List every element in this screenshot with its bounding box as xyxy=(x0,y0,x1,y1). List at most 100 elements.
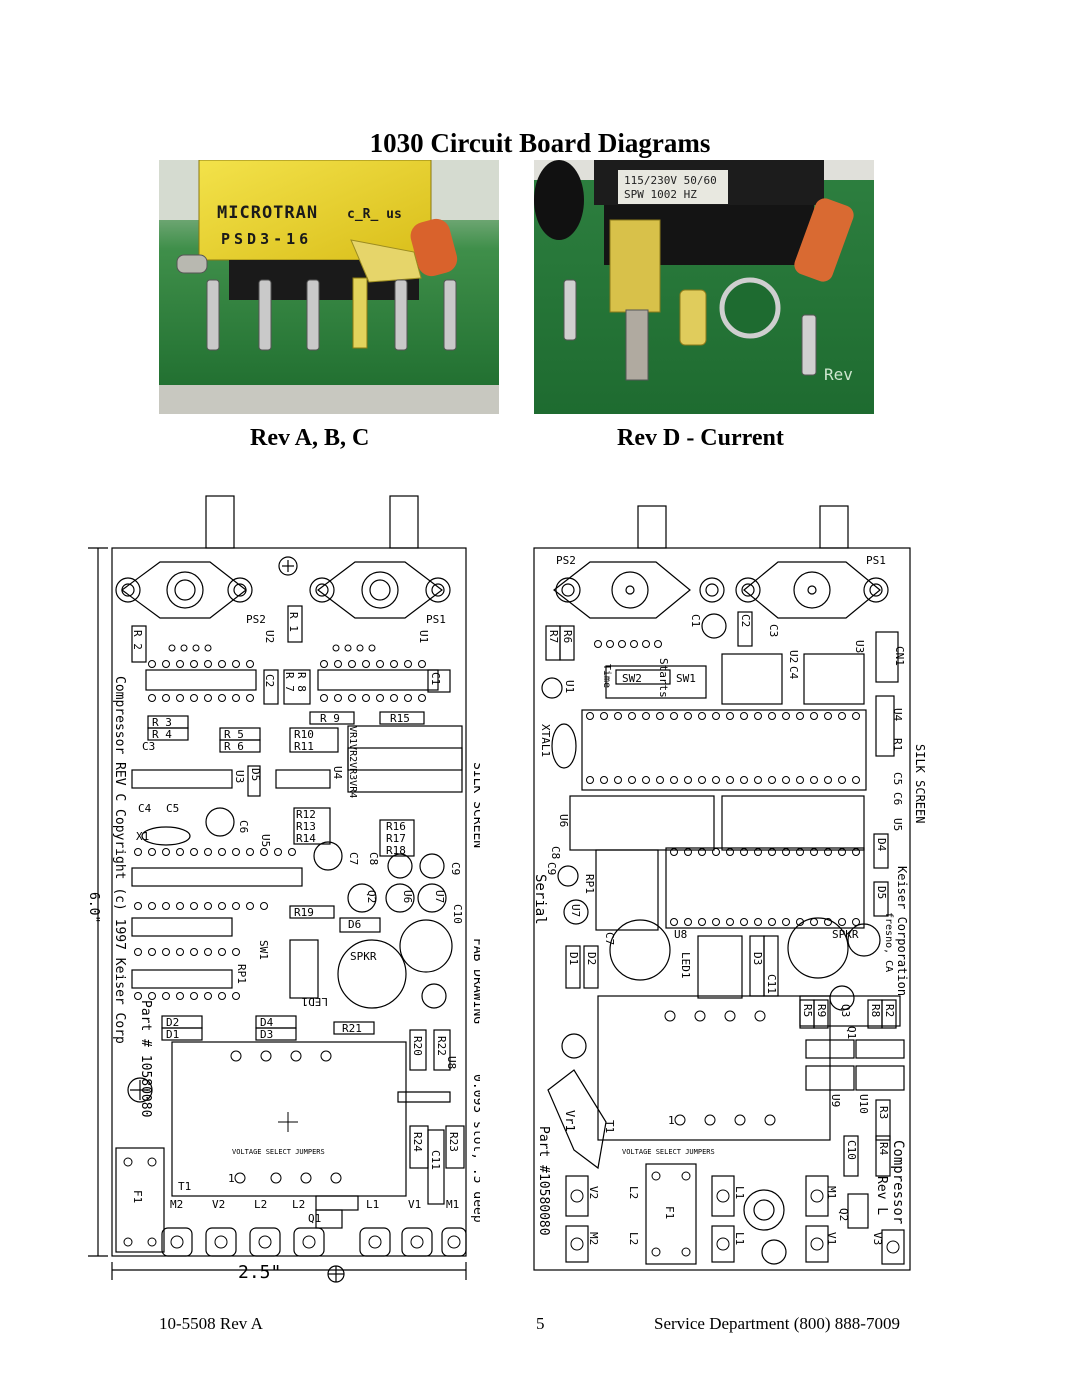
lbl-rp1: RP1 xyxy=(235,964,248,984)
vert-rev: Rev L xyxy=(874,1176,889,1215)
lbl-l2b: L2 xyxy=(292,1198,305,1211)
lbl-xtal1: XTAL1 xyxy=(539,724,552,757)
lbl-m1: M1 xyxy=(825,1186,838,1199)
diagram-rev-c-silkscreen: PS2 PS1 R 1 R 2 U2 U1 C2 R 7 R 8 C1 R 9 … xyxy=(86,495,480,1283)
lbl-sw2: SW2 xyxy=(622,672,642,685)
lbl-u4: U4 xyxy=(331,766,344,780)
lbl-t1: T1 xyxy=(603,1120,616,1133)
lbl-m2: M2 xyxy=(587,1232,600,1245)
lbl-r3: R3 xyxy=(877,1106,890,1119)
lbl-voltage-select: VOLTAGE SELECT JUMPERS xyxy=(232,1148,325,1156)
vert-part-text: Part #10580080 xyxy=(536,1126,551,1236)
lbl-u1: U1 xyxy=(563,680,576,693)
lbl-r22: R22 xyxy=(435,1036,448,1056)
transformer-model: SPW 1002 HZ xyxy=(624,188,697,201)
lbl-d1: D1 xyxy=(567,952,580,965)
lbl-r18: R18 xyxy=(386,844,406,857)
diagram-rev-l-silkscreen: PS2 PS1 R7 R6 C1 C2 C3 U2 C4 U3 CN1 Time… xyxy=(532,505,926,1271)
caption-rev-d: Rev D - Current xyxy=(617,425,784,451)
lbl-u8: U8 xyxy=(445,1056,458,1069)
transformer-model: PSD3-16 xyxy=(221,230,312,248)
lbl-c9: C9 xyxy=(449,862,462,875)
lbl-r19: R19 xyxy=(294,906,314,919)
lbl-ps1: PS1 xyxy=(866,554,886,567)
fab-drawing-label: FAB DRAWING xyxy=(470,938,480,1024)
lbl-u7: U7 xyxy=(569,904,582,917)
lbl-r16: R16 xyxy=(386,820,406,833)
lbl-ps2: PS2 xyxy=(556,554,576,567)
lbl-r10: R10 xyxy=(294,728,314,741)
lbl-q1: Q1 xyxy=(308,1212,321,1225)
lbl-d3: D3 xyxy=(260,1028,273,1041)
lbl-u6: U6 xyxy=(557,814,570,827)
lbl-r8: R8 xyxy=(869,1004,882,1017)
vert-rev-text: Compressor REV C Copyright (c) 1997 Keis… xyxy=(112,676,127,1044)
lbl-r2: R 2 xyxy=(131,630,144,650)
lbl-u1: U1 xyxy=(417,630,430,643)
lbl-spkr: SPKR xyxy=(350,950,377,963)
footer-page-number: 5 xyxy=(536,1314,545,1333)
lbl-c3: C3 xyxy=(142,740,155,753)
lbl-c3: C3 xyxy=(767,624,780,637)
board-rev-text: Rev xyxy=(824,365,853,384)
lbl-pin1: 1 xyxy=(668,1114,675,1127)
lbl-r4: R4 xyxy=(877,1142,890,1156)
lbl-q2: Q2 xyxy=(365,890,378,903)
lbl-u7: U7 xyxy=(433,890,446,903)
lbl-r23: R23 xyxy=(447,1132,460,1152)
lbl-sw1: SW1 xyxy=(257,940,270,960)
photo-rev-d-board: 115/230V 50/60 SPW 1002 HZ Rev xyxy=(534,160,874,414)
lbl-led1: LED1 xyxy=(302,995,329,1008)
lbl-v2: V2 xyxy=(212,1198,225,1211)
lbl-led1: LED1 xyxy=(679,952,692,979)
lbl-d5: D5 xyxy=(249,768,262,781)
lbl-r1: R1 xyxy=(891,738,904,751)
lbl-v3: V3 xyxy=(871,1232,884,1245)
lbl-c5: C5 xyxy=(891,772,904,785)
lbl-c1: C1 xyxy=(429,672,442,685)
transformer-rating: 115/230V 50/60 xyxy=(624,174,717,187)
lbl-r12: R12 xyxy=(296,808,316,821)
lbl-r17: R17 xyxy=(386,832,406,845)
lbl-c6: C6 xyxy=(237,820,250,833)
lbl-c7: C7 xyxy=(603,932,616,945)
lbl-rp1: RP1 xyxy=(583,874,596,894)
footer-service-phone: Service Department (800) 888-7009 xyxy=(654,1314,900,1333)
lbl-d3: D3 xyxy=(751,952,764,965)
lbl-c8: C8 xyxy=(367,852,380,865)
lbl-m1: M1 xyxy=(446,1198,459,1211)
lbl-c11: C11 xyxy=(765,974,778,994)
lbl-r20: R20 xyxy=(411,1036,424,1056)
lbl-v1: V1 xyxy=(408,1198,421,1211)
lbl-l1: L1 xyxy=(366,1198,379,1211)
lbl-voltage-select: VOLTAGE SELECT JUMPERS xyxy=(622,1148,715,1156)
lbl-l2a: L2 xyxy=(627,1186,640,1199)
lbl-spkr: SPKR xyxy=(832,928,859,941)
lbl-r5: R5 xyxy=(801,1004,814,1017)
lbl-ps1: PS1 xyxy=(426,613,446,626)
lbl-x1: X1 xyxy=(136,830,149,843)
lbl-u9: U9 xyxy=(829,1094,842,1107)
lbl-ps2: PS2 xyxy=(246,613,266,626)
lbl-c2: C2 xyxy=(263,674,276,687)
lbl-r9: R 9 xyxy=(320,712,340,725)
lbl-l2b: L2 xyxy=(627,1232,640,1245)
lbl-d4: D4 xyxy=(260,1016,274,1029)
vert-part-text: Part # 10580080 xyxy=(138,1000,153,1117)
lbl-d5: D5 xyxy=(875,886,888,899)
transformer-brand: MICROTRAN xyxy=(217,203,318,223)
lbl-u3: U3 xyxy=(853,640,866,653)
lbl-time: Time xyxy=(601,664,612,688)
photo-rev-abc-board: MICROTRAN PSD3-16 c̲R̲ us xyxy=(159,160,499,414)
lbl-r24: R24 xyxy=(411,1132,424,1152)
cert-mark: c̲R̲ us xyxy=(347,207,402,222)
lbl-d2: D2 xyxy=(585,952,598,965)
lbl-serial: Serial xyxy=(532,874,548,925)
lbl-starts: Starts xyxy=(657,658,670,698)
lbl-r13: R13 xyxy=(296,820,316,833)
slot-note: 0.093 slot, .5 deep xyxy=(470,1074,480,1223)
lbl-r8: R 8 xyxy=(295,672,308,692)
lbl-r6: R6 xyxy=(561,630,574,643)
lbl-r15: R15 xyxy=(390,712,410,725)
lbl-u2: U2 xyxy=(787,650,800,663)
